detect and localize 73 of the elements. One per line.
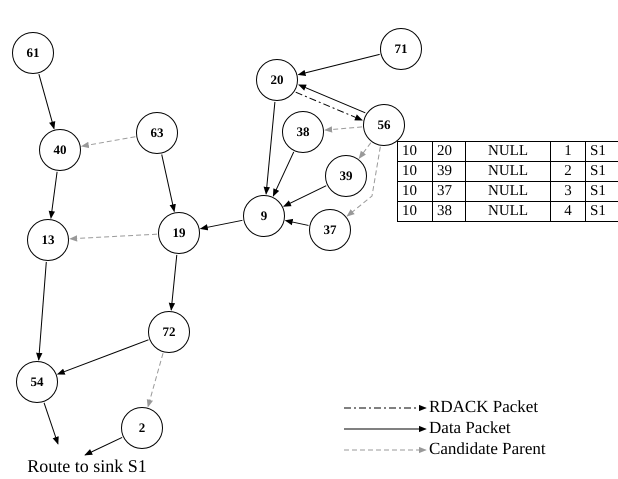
node-circle: [148, 311, 190, 353]
node-circle: [380, 28, 422, 70]
node-circle: [12, 32, 54, 74]
table-cell: 3: [550, 182, 586, 202]
arrow: [48, 171, 58, 219]
node-id: 38: [296, 124, 310, 140]
table-cell: NULL: [466, 182, 550, 202]
table-cell: S1: [586, 142, 618, 162]
table-cell: 39: [432, 162, 466, 182]
table-cell: 20: [432, 142, 466, 162]
table-cell: 37: [432, 182, 466, 202]
table-cell: 10: [398, 182, 432, 202]
arrow: [284, 218, 309, 226]
node-circle: [325, 155, 367, 197]
table-cell: NULL: [466, 142, 550, 162]
legend-label: Data Packet: [429, 418, 511, 438]
arrow: [69, 234, 158, 242]
node-id: 63: [150, 125, 164, 141]
node-id: 71: [394, 41, 408, 57]
arrow: [80, 136, 136, 148]
arrow: [200, 220, 243, 230]
table-cell: 4: [550, 202, 586, 222]
arrow: [161, 154, 176, 212]
arrow: [36, 261, 47, 361]
arrow: [298, 54, 380, 76]
arrow: [146, 352, 164, 408]
node-id: 13: [42, 232, 54, 248]
table-cell: 10: [398, 202, 432, 222]
arrow: [44, 402, 59, 445]
node-circle: [243, 195, 285, 237]
table-cell: 10: [398, 162, 432, 182]
arrow: [295, 92, 363, 121]
node-id: 19: [172, 225, 186, 241]
node-circle: [256, 59, 298, 101]
node-circle: [27, 219, 69, 261]
node-id: 40: [54, 142, 66, 158]
node-id: 2: [138, 420, 146, 436]
node-circle: [158, 212, 200, 254]
node-id: 20: [270, 72, 284, 88]
arrow: [283, 185, 327, 207]
legend-label: Candidate Parent: [429, 439, 546, 459]
node-circle: [121, 407, 163, 449]
node-id: 61: [26, 45, 40, 61]
destination-text: Route to sink S1: [27, 456, 147, 476]
node-circle: [309, 209, 351, 251]
table-cell: 1: [550, 142, 586, 162]
node-circle: [16, 361, 58, 403]
node-id: 72: [162, 324, 176, 340]
table-cell: NULL: [466, 202, 550, 222]
arrow: [264, 101, 276, 195]
table-cell: 38: [432, 202, 466, 222]
node-id: 9: [260, 208, 268, 224]
arrow: [298, 84, 366, 114]
node-circle: [282, 111, 324, 153]
table-cell: 2: [550, 162, 586, 182]
arrow: [38, 74, 56, 130]
arrow: [272, 151, 294, 197]
node-id: 54: [30, 374, 44, 390]
arrow: [358, 142, 372, 159]
arrow: [56, 339, 149, 375]
node-circle: [39, 129, 81, 171]
legend-label: RDACK Packet: [429, 397, 538, 417]
arrow: [84, 436, 123, 456]
node-id: 39: [340, 168, 352, 184]
node-id: 37: [324, 222, 336, 238]
node-id: 56: [378, 117, 390, 133]
node-circle: [136, 112, 178, 154]
table-cell: 10: [398, 142, 432, 162]
arrow: [324, 126, 363, 133]
arrow: [168, 254, 178, 311]
table-cell: NULL: [466, 162, 550, 182]
node-circle: [363, 104, 405, 146]
arrow: [346, 146, 381, 217]
